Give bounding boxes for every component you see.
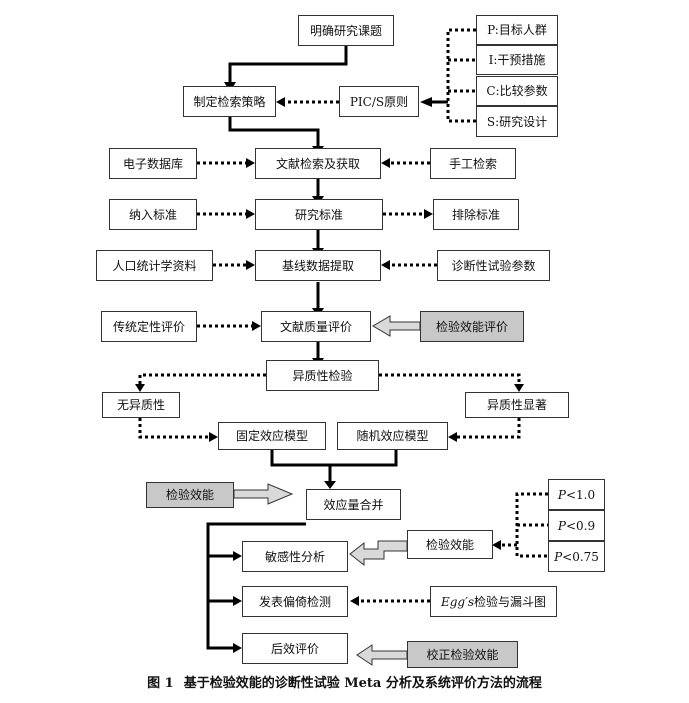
test-power-eval-box: 检验效能评价: [420, 311, 524, 342]
baseline-extraction-box: 基线数据提取: [255, 250, 381, 281]
dotted-connectors: [138, 28, 548, 603]
sensitivity-analysis-box: 敏感性分析: [242, 541, 348, 572]
electronic-db-box: 电子数据库: [109, 148, 197, 179]
figure-number: 图 1: [147, 676, 174, 691]
egger-label: Egg′s: [440, 594, 474, 609]
fixed-effect-box: 固定效应模型: [218, 422, 326, 450]
p-symbol: P: [554, 549, 563, 564]
exclusion-criteria-box: 排除标准: [433, 199, 519, 230]
random-effect-box: 随机效应模型: [337, 422, 448, 450]
p-less-0-9-box: P<0.9: [548, 510, 605, 541]
p-threshold: <0.75: [562, 549, 599, 564]
inclusion-criteria-box: 纳入标准: [109, 199, 197, 230]
c-comparison-box: C:比较参数: [476, 76, 558, 106]
i-intervention-box: I:干预措施: [476, 45, 558, 75]
p-less-1-0-box: P<1.0: [548, 479, 605, 510]
p-threshold: <1.0: [565, 487, 596, 502]
no-heterogeneity-box: 无异质性: [102, 392, 180, 418]
quality-eval-box: 文献质量评价: [261, 311, 371, 342]
effect-pooling-box: 效应量合并: [306, 489, 401, 520]
clarify-topic-box: 明确研究课题: [298, 15, 394, 46]
study-criteria-box: 研究标准: [255, 199, 383, 230]
figure-title: 基于检验效能的诊断性试验 Meta 分析及系统评价方法的流程: [183, 676, 542, 691]
publication-bias-box: 发表偏倚检测: [242, 586, 348, 617]
significant-heterogeneity-box: 异质性显著: [465, 392, 569, 418]
figure-caption: 图 1 基于检验效能的诊断性试验 Meta 分析及系统评价方法的流程: [0, 672, 689, 691]
pics-solid-arrow: [420, 97, 448, 107]
s-design-box: S:研究设计: [476, 106, 558, 137]
corrected-power-box: 校正检验效能: [407, 641, 518, 668]
search-strategy-box: 制定检索策略: [183, 86, 276, 117]
pics-principle-box: PIC/S原则: [339, 86, 419, 117]
diagnostic-params-box: 诊断性试验参数: [437, 250, 550, 281]
demographics-box: 人口统计学资料: [96, 250, 213, 281]
p-population-box: P:目标人群: [476, 15, 558, 45]
test-power-left-box: 检验效能: [146, 482, 234, 508]
test-power-right-box: 检验效能: [407, 530, 493, 559]
heterogeneity-test-box: 异质性检验: [266, 360, 379, 391]
p-less-0-75-box: P<0.75: [548, 541, 605, 572]
traditional-eval-box: 传统定性评价: [101, 311, 197, 342]
egger-rest: 检验与漏斗图: [474, 594, 547, 609]
dotted-arrowheads: [135, 97, 524, 606]
p-symbol: P: [557, 487, 566, 502]
manual-search-box: 手工检索: [430, 148, 516, 179]
post-eval-box: 后效评价: [242, 633, 348, 664]
literature-retrieval-box: 文献检索及获取: [255, 148, 381, 179]
main-flow-lines: [206, 46, 398, 650]
hollow-arrows: [233, 315, 421, 666]
p-threshold: <0.9: [565, 518, 596, 533]
p-symbol: P: [557, 518, 566, 533]
